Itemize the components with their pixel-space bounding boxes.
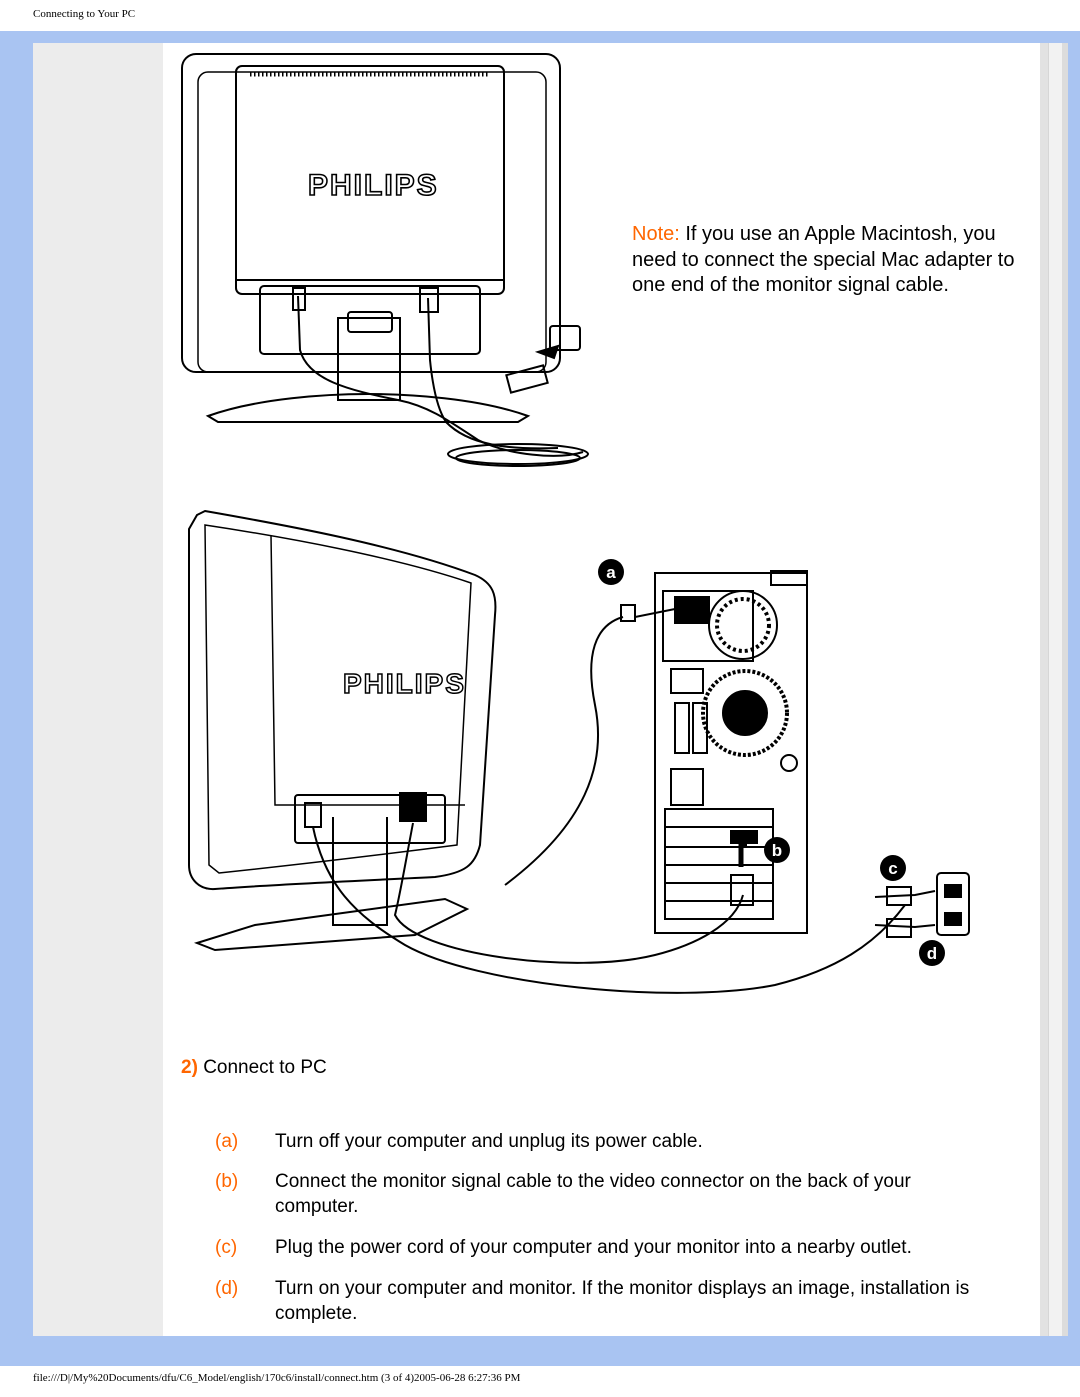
brand-logo: PHILIPS	[308, 169, 439, 202]
item-letter: (b)	[215, 1171, 239, 1192]
content-area	[163, 43, 1040, 1336]
pc-connection-illustration: a b c d PHILIPS	[188, 509, 970, 994]
left-margin-column	[33, 43, 163, 1336]
item-text: Plug the power cord of your computer and…	[275, 1237, 912, 1258]
svg-text:b: b	[772, 841, 782, 860]
item-text: Turn off your computer and unplug its po…	[275, 1131, 703, 1152]
page-header-title: Connecting to Your PC	[33, 8, 136, 20]
scrollbar-edge	[1062, 43, 1068, 1336]
marker-d: d	[919, 940, 945, 966]
svg-text:d: d	[927, 944, 937, 963]
mac-note: Note: If you use an Apple Macintosh, you…	[632, 222, 1022, 299]
scrollbar-thumb[interactable]	[1048, 43, 1062, 1336]
brand-logo-2: PHILIPS	[343, 668, 466, 699]
marker-a: a	[598, 559, 624, 585]
item-letter: (a)	[215, 1131, 239, 1152]
step-title: Connect to PC	[203, 1057, 327, 1078]
scrollbar-track[interactable]	[1040, 43, 1048, 1336]
step-number: 2)	[181, 1057, 198, 1078]
marker-c: c	[880, 855, 906, 881]
note-label: Note:	[632, 223, 680, 245]
step-heading: 2) Connect to PC	[181, 1057, 327, 1079]
item-letter: (d)	[215, 1278, 239, 1299]
item-text: Turn on your computer and monitor. If th…	[275, 1278, 970, 1324]
note-text: If you use an Apple Macintosh, you need …	[632, 223, 1015, 296]
svg-text:c: c	[888, 859, 897, 878]
marker-b: b	[764, 837, 790, 863]
item-letter: (c)	[215, 1237, 238, 1258]
item-text: Connect the monitor signal cable to the …	[275, 1171, 911, 1217]
monitor-rear-view-illustration: PHILIPS	[181, 53, 589, 467]
page-footer-path: file:///D|/My%20Documents/dfu/C6_Model/e…	[33, 1372, 521, 1384]
svg-text:a: a	[606, 563, 616, 582]
